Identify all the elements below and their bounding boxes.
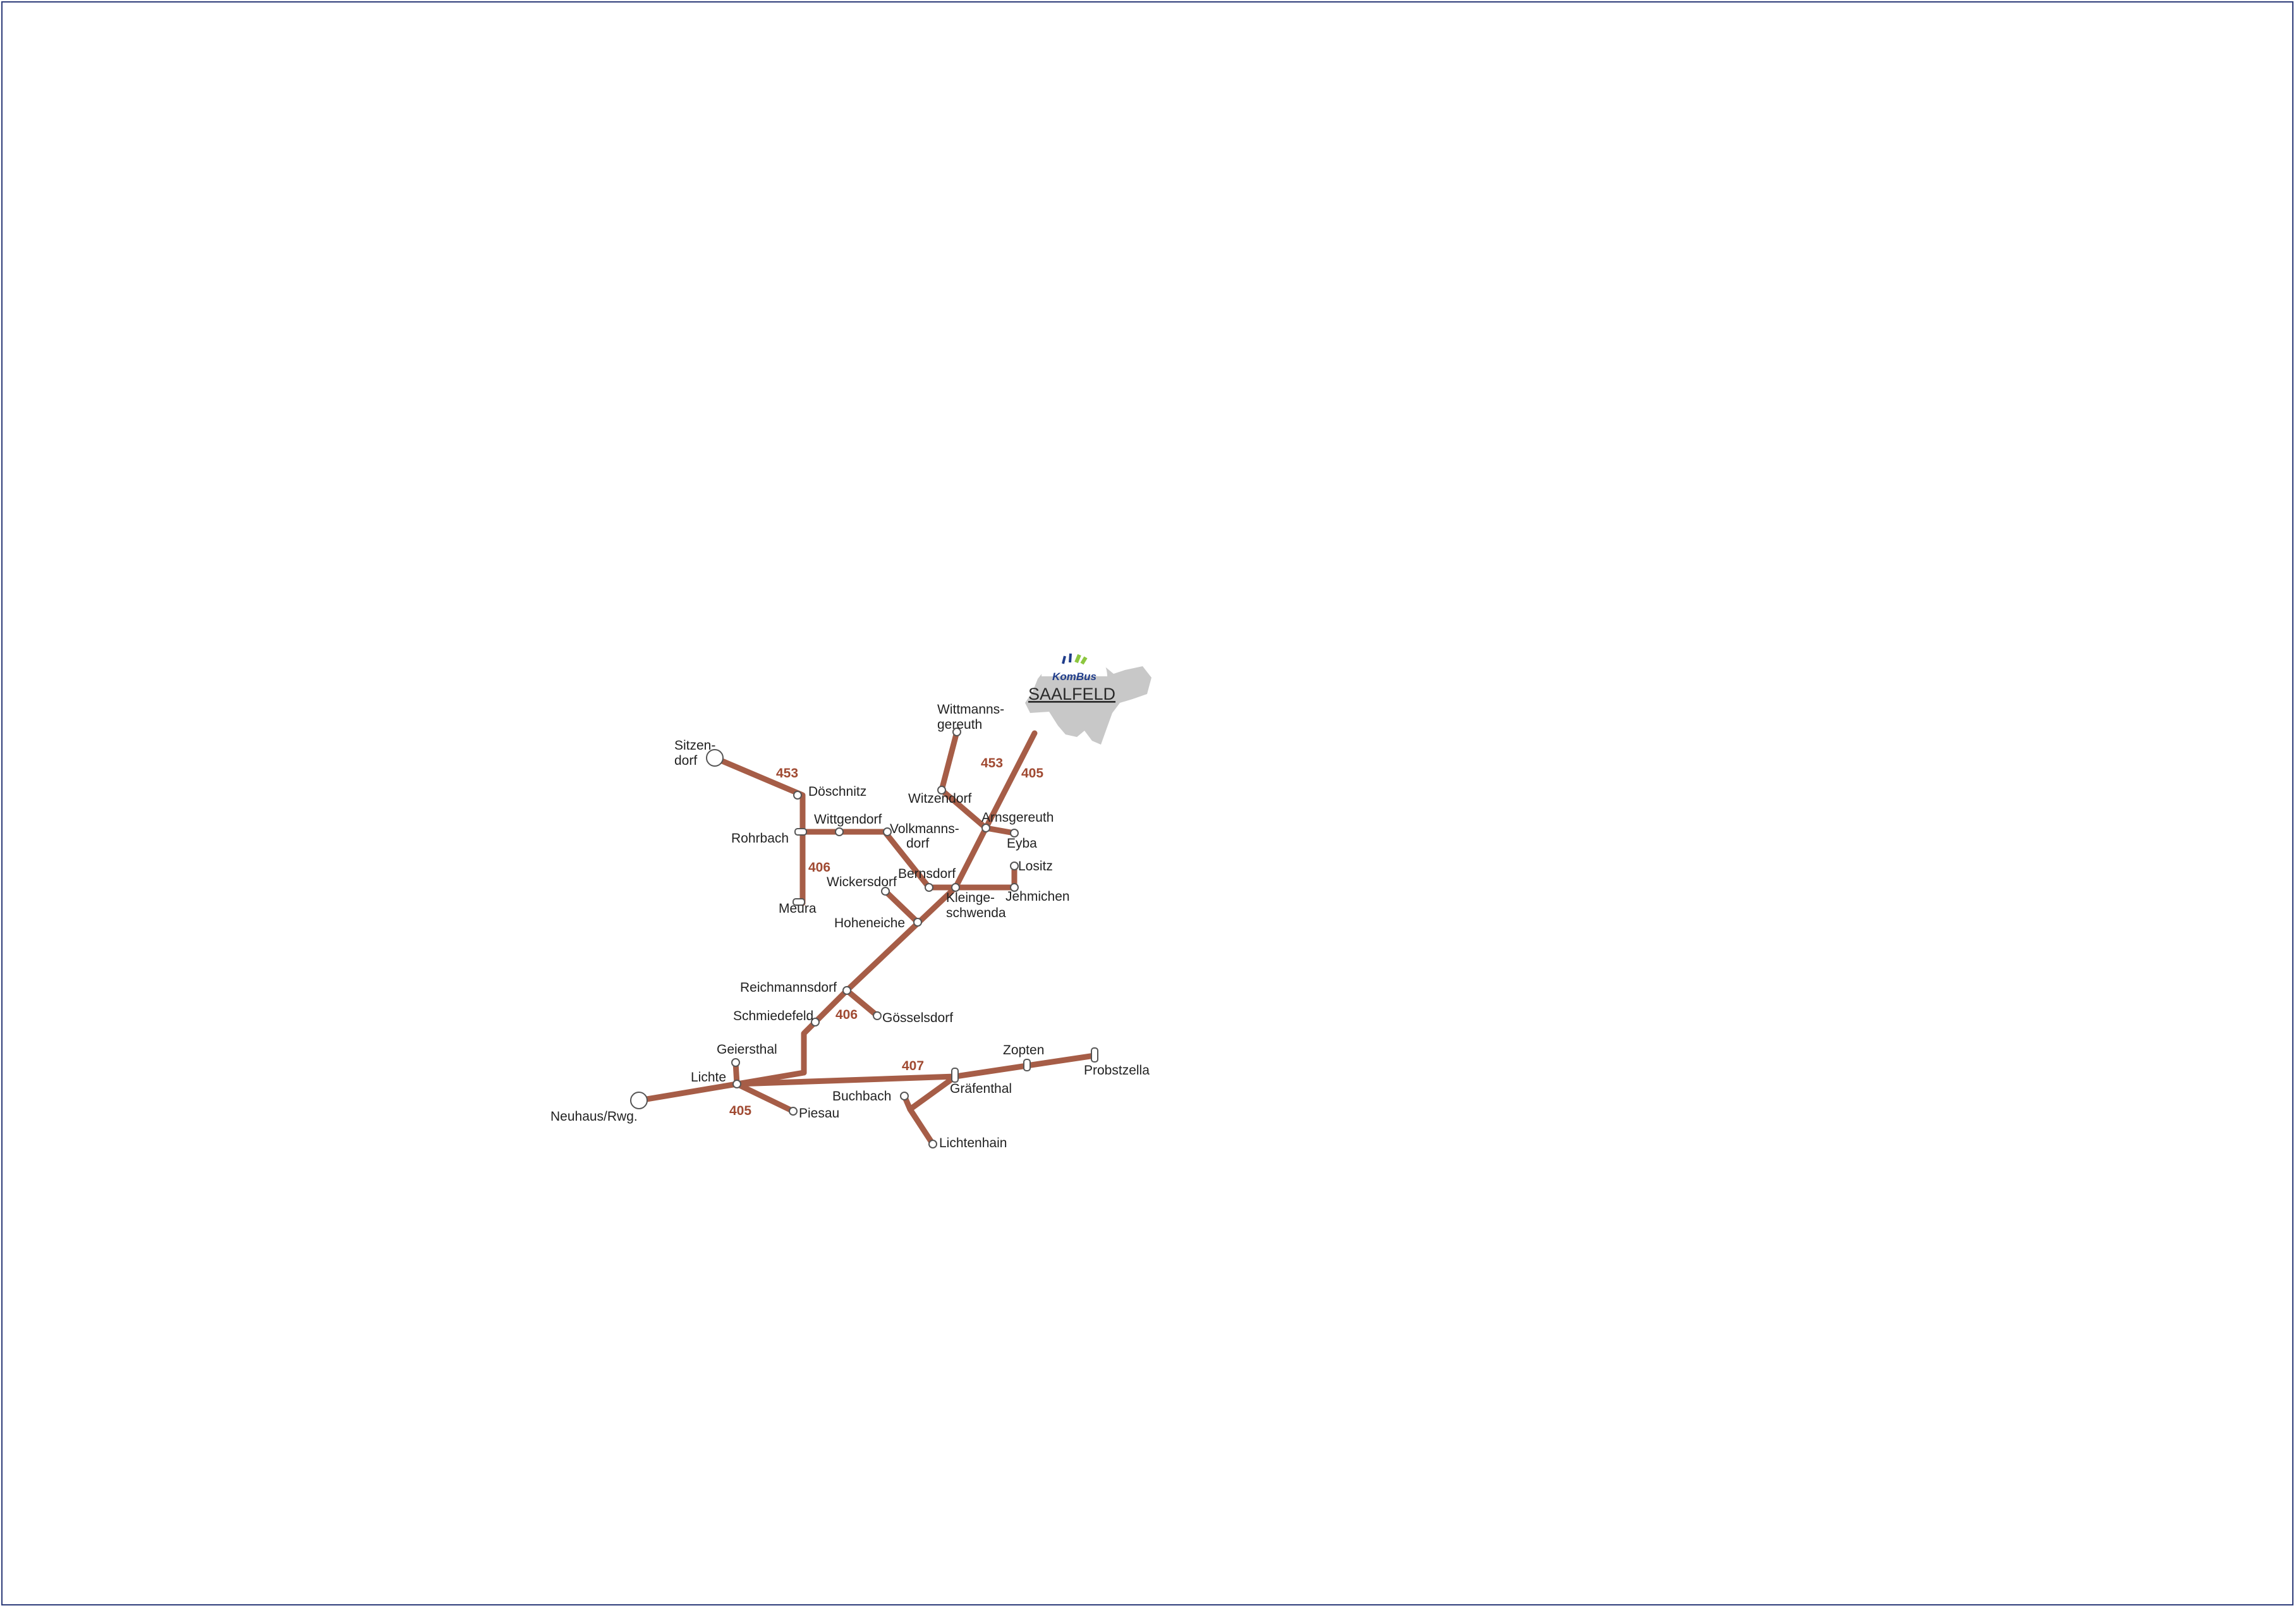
- stop-meura[interactable]: [793, 898, 805, 906]
- label-lichte: Lichte: [691, 1070, 726, 1085]
- route-number-406: 406: [808, 860, 830, 875]
- saalfeld-city-area: KomBus SAALFELD: [1025, 646, 1151, 745]
- label-wittmannsgereuth: gereuth: [937, 717, 982, 732]
- stop-neuhaus[interactable]: [630, 1092, 648, 1109]
- stop-goesselsdorf[interactable]: [873, 1011, 882, 1020]
- stop-graefenthal[interactable]: [951, 1068, 959, 1083]
- stop-volkmannsdorf[interactable]: [883, 827, 892, 836]
- route-eyba-spur: [983, 825, 1017, 836]
- label-goesselsdorf: Gösselsdorf: [882, 1011, 953, 1025]
- label-jehmichen: Jehmichen: [1005, 889, 1070, 904]
- stop-sitzendorf[interactable]: [706, 749, 724, 767]
- stop-witzendorf[interactable]: [937, 786, 946, 795]
- label-neuhaus: Neuhaus/Rwg.: [550, 1109, 638, 1124]
- stop-reichmannsdorf[interactable]: [842, 986, 851, 995]
- city-area-shape: [1025, 655, 1151, 745]
- route-neuhaus: [636, 1081, 740, 1104]
- label-arnsgereuth: Arnsgereuth: [981, 810, 1054, 825]
- label-zopten: Zopten: [1003, 1043, 1044, 1057]
- label-probstzella: Probstzella: [1084, 1063, 1150, 1078]
- route-number-407: 407: [902, 1059, 924, 1073]
- label-wittmannsgereuth: Wittmanns-: [937, 702, 1004, 717]
- stop-hoheneiche[interactable]: [913, 918, 922, 927]
- route-wickersdorf: [882, 888, 921, 925]
- stop-geiersthal[interactable]: [731, 1058, 740, 1067]
- route-numbers: 453 453 405 405 406 406 407: [729, 756, 1043, 1118]
- stop-eyba[interactable]: [1010, 829, 1019, 838]
- logo-arc: [1042, 646, 1107, 676]
- route-number-453: 453: [776, 766, 798, 781]
- label-graefenthal: Gräfenthal: [950, 1081, 1012, 1096]
- stop-wittgendorf[interactable]: [835, 827, 844, 836]
- label-bernsdorf: Bernsdorf: [898, 867, 956, 881]
- label-doeschnitz: Döschnitz: [808, 784, 866, 799]
- stop-doeschnitz[interactable]: [793, 791, 802, 800]
- label-volkmannsdorf: dorf: [906, 836, 929, 851]
- stop-probstzella[interactable]: [1091, 1047, 1098, 1063]
- route-lichte-graefenthal: [734, 1069, 959, 1087]
- stop-kleingeschwenda[interactable]: [951, 883, 960, 892]
- route-number-406: 406: [835, 1008, 858, 1022]
- stop-bernsdorf[interactable]: [925, 883, 933, 892]
- route-453-sitzendorf: [712, 755, 806, 906]
- stop-zopten[interactable]: [1023, 1059, 1031, 1071]
- label-sitzendorf: Sitzen-: [674, 738, 715, 753]
- stop-jehmichen[interactable]: [1010, 883, 1019, 892]
- label-buchbach: Buchbach: [832, 1089, 891, 1104]
- route-number-405: 405: [729, 1104, 751, 1118]
- route-trunk-south: [801, 884, 959, 1076]
- label-piesau: Piesau: [799, 1106, 839, 1121]
- kombus-logo: KomBus: [1042, 646, 1107, 683]
- label-sitzendorf: dorf: [674, 753, 697, 768]
- label-lositz: Lositz: [1018, 859, 1053, 874]
- city-name-saalfeld: SAALFELD: [1028, 685, 1115, 704]
- stop-lichte[interactable]: [732, 1080, 741, 1088]
- label-wickersdorf: Wickersdorf: [827, 875, 897, 889]
- stop-wittmannsgereuth[interactable]: [952, 728, 961, 736]
- stop-arnsgereuth[interactable]: [981, 824, 990, 832]
- label-eyba: Eyba: [1007, 836, 1037, 851]
- route-number-405: 405: [1021, 766, 1043, 781]
- stop-piesau[interactable]: [789, 1107, 798, 1116]
- label-meura: Meura: [779, 901, 817, 916]
- label-lichtenhain: Lichtenhain: [939, 1136, 1007, 1150]
- stop-lositz[interactable]: [1010, 862, 1019, 870]
- stops: [630, 728, 1098, 1148]
- label-witzendorf: Witzendorf: [908, 791, 972, 806]
- stop-wickersdorf[interactable]: [881, 887, 890, 896]
- route-piesau: [734, 1081, 796, 1114]
- route-lichtenhain: [907, 1073, 959, 1147]
- stop-buchbach[interactable]: [900, 1092, 909, 1100]
- logo-text: KomBus: [1052, 671, 1096, 683]
- stop-labels: Sitzen- dorf Döschnitz Rohrbach Wittgend…: [550, 702, 1150, 1150]
- label-schmiedefeld: Schmiedefeld: [733, 1009, 813, 1023]
- label-kleingeschwenda: Kleinge-: [946, 891, 995, 905]
- stop-schmiedefeld[interactable]: [811, 1018, 820, 1026]
- label-wittgendorf: Wittgendorf: [814, 812, 882, 827]
- stop-lichtenhain[interactable]: [928, 1140, 937, 1148]
- label-volkmannsdorf: Volkmanns-: [890, 822, 959, 836]
- route-number-453: 453: [981, 756, 1003, 770]
- label-kleingeschwenda: schwenda: [946, 906, 1006, 920]
- route-goesselsdorf: [844, 987, 880, 1019]
- route-453-witzendorf: [938, 729, 989, 831]
- label-geiersthal: Geiersthal: [717, 1042, 777, 1057]
- label-rohrbach: Rohrbach: [731, 831, 789, 846]
- label-hoheneiche: Hoheneiche: [834, 916, 905, 930]
- label-reichmannsdorf: Reichmannsdorf: [740, 980, 837, 995]
- stop-rohrbach[interactable]: [794, 828, 807, 836]
